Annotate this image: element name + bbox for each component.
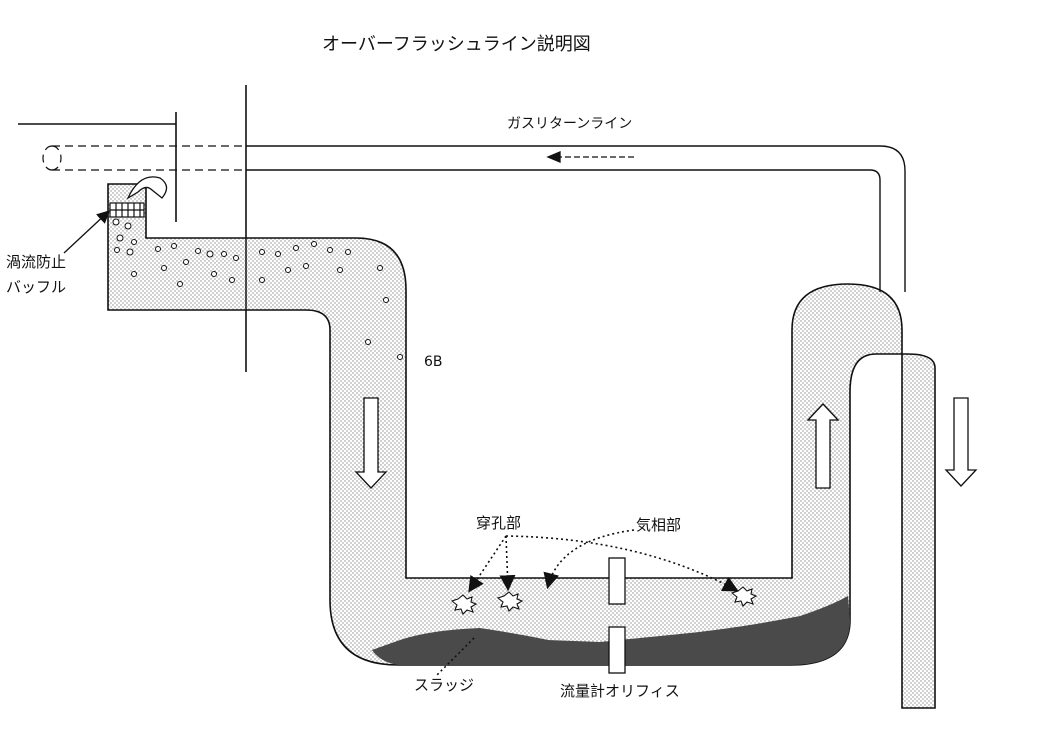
gas-phase-label: 気相部 <box>636 516 682 534</box>
tank-wall <box>18 85 247 372</box>
callout-lines <box>435 529 739 677</box>
gas-return-arrow <box>546 151 634 163</box>
flow-down-arrow-left <box>354 397 388 489</box>
pipe-size-label: 6B <box>424 354 443 370</box>
vortex-baffle-label-line2: バッフル <box>6 278 67 296</box>
perforation-markers <box>450 586 758 615</box>
dashed-return-pipe <box>42 145 246 171</box>
perforation-label: 穿孔部 <box>476 514 522 532</box>
fluid-region <box>107 183 936 709</box>
flowmeter-orifice-label: 流量計オリフィス <box>560 682 680 700</box>
flow-up-arrow <box>806 403 840 489</box>
vortex-flow-arrow <box>126 176 168 200</box>
sludge-label: スラッジ <box>414 676 475 694</box>
flowmeter-orifice-plate <box>608 557 626 674</box>
gas-bubbles <box>112 218 403 360</box>
sludge <box>372 596 850 665</box>
vortex-baffle-label-line1: 渦流防止 <box>6 253 67 271</box>
flow-down-arrow-right <box>944 397 978 487</box>
diagram-title: オーバーフラッシュライン説明図 <box>322 34 591 55</box>
vortex-baffle <box>109 202 145 218</box>
baffle-pointer <box>63 210 110 254</box>
gas-return-line <box>246 145 906 292</box>
gas-return-line-label: ガスリターンライン <box>507 116 633 132</box>
